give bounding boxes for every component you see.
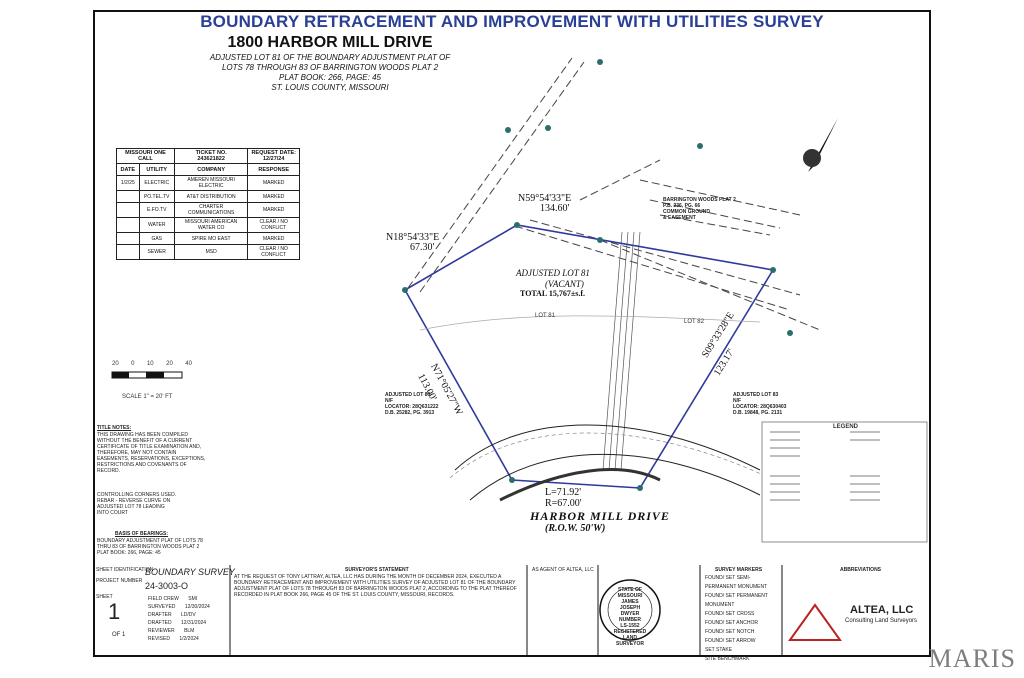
statement-title: SURVEYOR'S STATEMENT: [345, 567, 409, 573]
desc-line: PLAT BOOK: 266, PAGE: 45: [279, 73, 381, 82]
sheet-type: BOUNDARY SURVEY: [145, 567, 235, 577]
utility-table: MISSOURI ONE CALL TICKET NO.243621822 RE…: [116, 148, 300, 260]
sewer-manhole: [597, 237, 603, 243]
legend-lines: [770, 431, 880, 501]
corner-marker: [402, 287, 408, 293]
sheet-of: OF 1: [112, 632, 126, 638]
easement-lines: [407, 57, 821, 331]
sewer-manhole: [505, 127, 511, 133]
statement-text: AT THE REQUEST OF TONY LATTRAY, ALTEA, L…: [234, 574, 517, 598]
distance-label: 134.60': [540, 203, 570, 214]
surveyor-seal: [599, 579, 661, 641]
footer-grid: [229, 565, 783, 657]
north-arrow-icon: [803, 118, 838, 172]
company-name: ALTEA, LLC: [850, 604, 914, 616]
street-row: (R.O.W. 50'W): [545, 523, 606, 534]
sewer-lines: [602, 231, 641, 471]
bearings-heading: BASIS OF BEARINGS:: [115, 531, 169, 537]
sheet-id-label: SHEET IDENTIFICATION: [96, 567, 154, 573]
corners-note: CONTROLLING CORNERS USED. REBAR - REVERS…: [97, 492, 177, 516]
scale-bar: [111, 371, 183, 379]
agent-label: AS AGENT OF ALTEA, LLC: [532, 567, 594, 573]
project-no: 24-3003-O: [145, 581, 189, 591]
sewer-manhole: [597, 59, 603, 65]
company-sub: Consulting Land Surveyors: [845, 618, 918, 624]
lot-area: TOTAL 15,767±s.f.: [520, 289, 585, 298]
sewer-manhole: [697, 143, 703, 149]
bearings-text: BOUNDARY ADJUSTMENT PLAT OF LOTS 78 THRU…: [97, 538, 203, 556]
desc-line: ADJUSTED LOT 81 OF THE BOUNDARY ADJUSTME…: [209, 53, 451, 62]
legal-description: ADJUSTED LOT 81 OF THE BOUNDARY ADJUSTME…: [180, 53, 480, 93]
watermark: MARIS: [928, 644, 1016, 673]
corner-marker: [770, 267, 776, 273]
bearing-label: N59°54'33"E: [518, 193, 572, 204]
sewer-manhole: [545, 125, 551, 131]
company-logo: [788, 603, 842, 641]
corner-marker: [637, 485, 643, 491]
street-centerline: [449, 432, 771, 479]
lot-82-line: LOT 82: [684, 319, 704, 325]
project-no-label: PROJECT NUMBER: [96, 578, 143, 584]
street-name: HARBOR MILL DRIVE: [530, 509, 670, 523]
markers-title: SURVEY MARKERS: [715, 567, 763, 573]
driveway-hatch: [499, 468, 661, 502]
sewer-manhole: [787, 330, 793, 336]
survey-title: BOUNDARY RETRACEMENT AND IMPROVEMENT WIT…: [200, 12, 824, 31]
bearing-label: N18°54'33"E: [386, 232, 440, 243]
desc-line: ST. LOUIS COUNTY, MISSOURI: [271, 83, 389, 92]
distance-label: 67.30': [410, 242, 435, 253]
corner-marker: [509, 477, 515, 483]
sheet-number: 1: [108, 599, 121, 624]
abbr-title: ABBREVIATIONS: [840, 567, 882, 573]
corner-marker: [514, 222, 520, 228]
lot-label: ADJUSTED LOT 81: [516, 268, 590, 278]
title-notes-heading: TITLE NOTES:: [97, 425, 132, 431]
lot-line: [419, 315, 761, 331]
street-curb: [469, 453, 761, 501]
street-curb: [454, 424, 761, 471]
lot-boundary: [404, 224, 775, 489]
scale-label: SCALE 1" = 20' FT: [122, 394, 173, 400]
sheet-label: SHEET: [96, 594, 113, 600]
lot-81-line: LOT 81: [535, 313, 555, 319]
curve-radius: R=67.00': [545, 498, 582, 509]
drafting-rows: FIELD CREW SMI SURVEYED 12/30/2024 DRAFT…: [148, 596, 210, 642]
title-notes-text: THIS DRAWING HAS BEEN COMPILED WITHOUT T…: [97, 432, 206, 474]
property-address: 1800 HARBOR MILL DRIVE: [227, 34, 433, 51]
curve-length: L=71.92': [545, 487, 582, 498]
request-cell: REQUEST DATE:12/27/24: [247, 148, 300, 164]
legend-box: [761, 421, 928, 543]
desc-line: LOTS 78 THROUGH 83 OF BARRINGTON WOODS P…: [221, 63, 439, 72]
legend-title: LEGEND: [833, 424, 859, 430]
lot-status: (VACANT): [545, 279, 584, 289]
